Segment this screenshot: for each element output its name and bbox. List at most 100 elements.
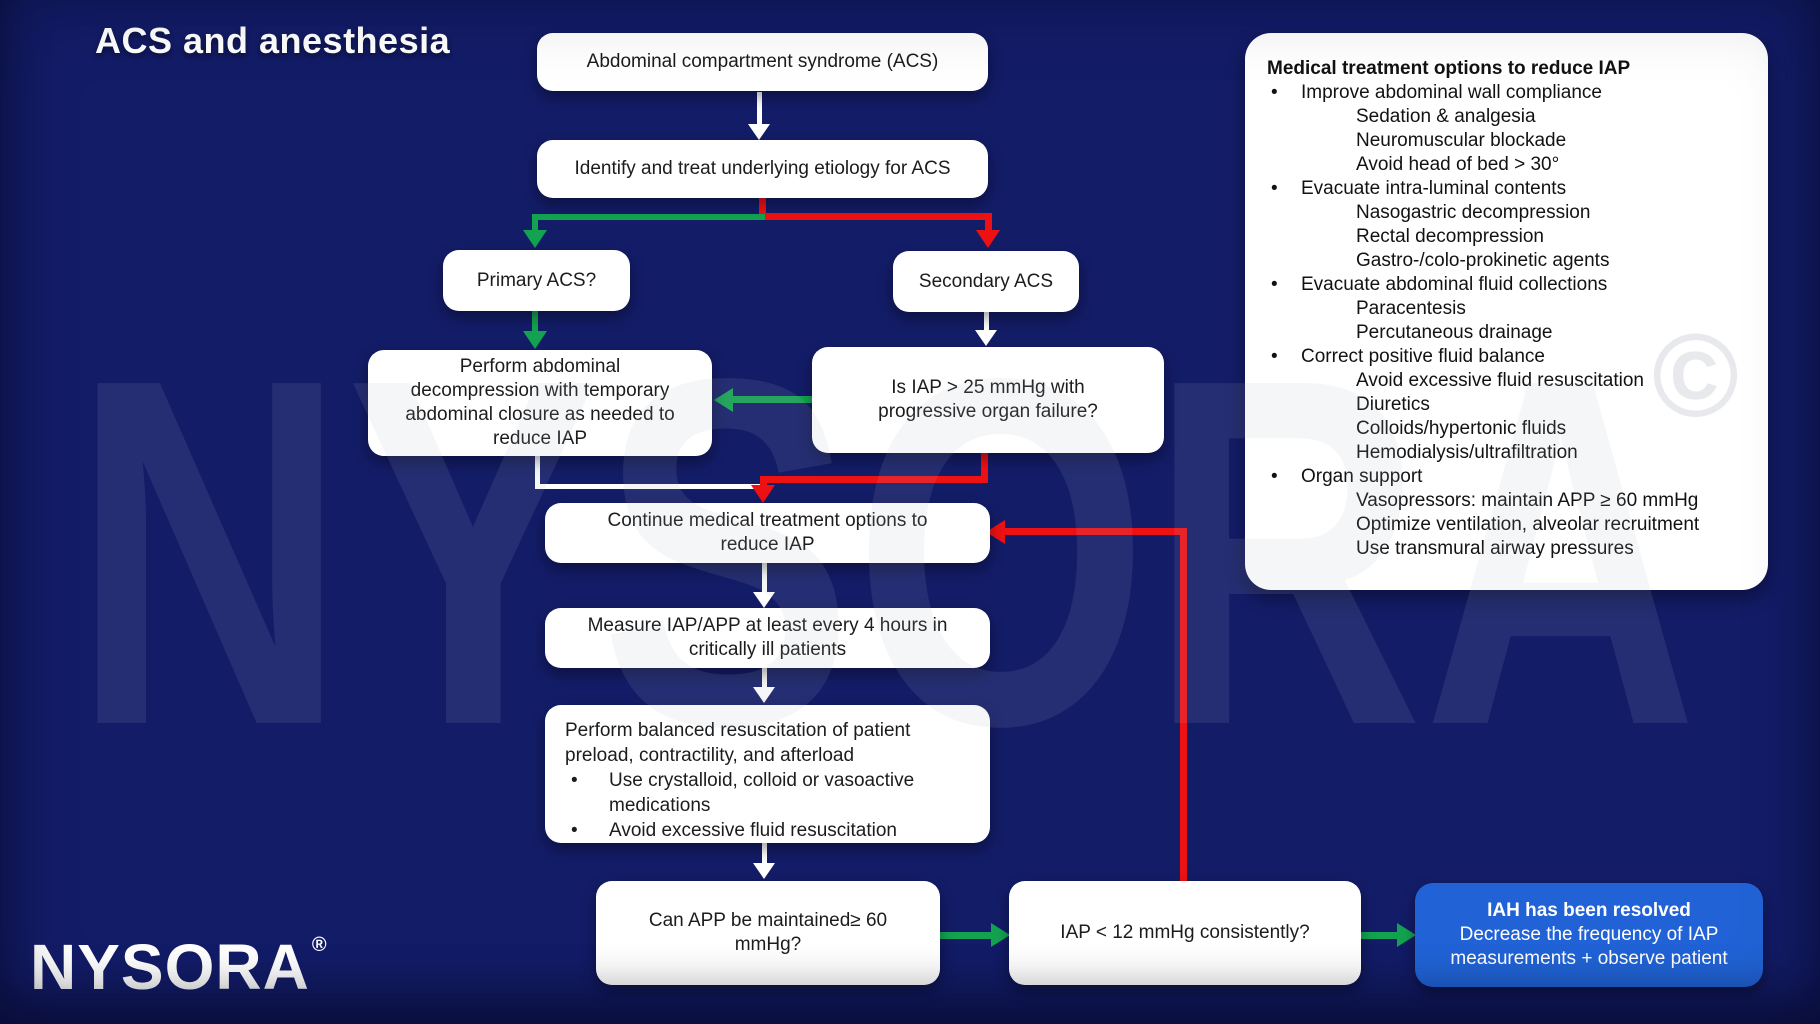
- arrow-decompress-to-continue-vertical: [535, 456, 540, 489]
- node-iah-resolved-title: IAH has been resolved: [1487, 900, 1691, 921]
- node-secondary-acs-label: Secondary ACS: [918, 270, 1054, 292]
- arrow-acs-to-identify-head: [748, 124, 770, 140]
- node-acs-label: Abdominal compartment syndrome (ACS): [586, 51, 939, 72]
- panel-sub-item: Rectal decompression: [1356, 226, 1544, 247]
- node-continue-treatment-label: Continue medical treatment options to re…: [607, 510, 928, 555]
- node-balanced-resuscitation: Perform balanced resuscitation of patien…: [545, 705, 990, 843]
- arrow-iap12-to-resolved-line: [1361, 932, 1401, 939]
- panel-item: • Organ support: [1267, 465, 1750, 489]
- node-is-iap-25: Is IAP > 25 mmHg with progressive organ …: [812, 347, 1164, 453]
- panel-item-label: Improve abdominal wall compliance: [1301, 82, 1602, 103]
- arrow-loop-red-head: [986, 520, 1005, 544]
- node-measure-iap-label: Measure IAP/APP at least every 4 hours i…: [587, 615, 948, 660]
- arrow-secondary-to-isiap-head: [975, 330, 997, 346]
- panel-sub-item: Sedation & analgesia: [1356, 106, 1536, 127]
- node-primary-acs-label: Primary ACS?: [476, 269, 597, 291]
- panel-item-label: Evacuate abdominal fluid collections: [1301, 274, 1608, 295]
- node-secondary-acs: Secondary ACS: [893, 251, 1079, 312]
- arrow-acs-to-identify-line: [757, 92, 762, 126]
- node-acs: Abdominal compartment syndrome (ACS): [537, 33, 988, 91]
- panel-sub-item: Gastro-/colo-prokinetic agents: [1356, 250, 1610, 271]
- node-primary-acs: Primary ACS?: [443, 250, 630, 311]
- panel-sub-item: Neuromuscular blockade: [1356, 130, 1567, 151]
- panel-header: Medical treatment options to reduce IAP: [1267, 58, 1631, 79]
- node-balanced-bullet-row: • Avoid excessive fluid resuscitation: [565, 818, 970, 843]
- node-decompression: Perform abdominal decompression with tem…: [368, 350, 712, 456]
- panel-sub-item: Optimize ventilation, alveolar recruitme…: [1356, 514, 1700, 535]
- arrow-split-green-horizontal: [532, 214, 765, 220]
- node-measure-iap: Measure IAP/APP at least every 4 hours i…: [545, 608, 990, 668]
- arrow-balanced-to-canapp-line: [762, 843, 767, 865]
- node-iah-resolved: IAH has been resolved Decrease the frequ…: [1415, 883, 1763, 987]
- arrow-canapp-to-iap12-line: [940, 932, 993, 939]
- panel-item-label: Organ support: [1301, 466, 1423, 487]
- arrow-isiap-to-decompress-line: [733, 396, 812, 403]
- bullet-glyph: •: [571, 820, 578, 841]
- arrow-balanced-to-canapp-head: [753, 863, 775, 879]
- arrow-continue-to-measure-line: [762, 563, 767, 592]
- registered-mark: ®: [311, 934, 328, 956]
- page-title: ACS and anesthesia: [95, 20, 451, 61]
- panel-sub-item: Paracentesis: [1356, 298, 1466, 319]
- medical-treatment-panel: Medical treatment options to reduce IAP …: [1245, 33, 1768, 590]
- arrow-loop-red-horizontal: [1004, 528, 1187, 535]
- arrow-primary-to-decompress-head: [523, 331, 547, 349]
- bullet-glyph: •: [1271, 346, 1278, 367]
- node-decompression-label: Perform abdominal decompression with tem…: [405, 356, 675, 449]
- arrow-measure-to-balanced-head: [753, 687, 775, 703]
- arrow-canapp-to-iap12-head: [991, 923, 1010, 947]
- panel-item: • Evacuate intra-luminal contents: [1267, 177, 1750, 201]
- panel-item-label: Correct positive fluid balance: [1301, 346, 1545, 367]
- panel-sub-item: Colloids/hypertonic fluids: [1356, 418, 1567, 439]
- arrow-isiap-to-continue-drop: [760, 476, 767, 487]
- node-is-iap-25-label: Is IAP > 25 mmHg with progressive organ …: [878, 377, 1098, 422]
- arrow-isiap-to-decompress-head: [714, 388, 733, 412]
- panel-item: • Improve abdominal wall compliance: [1267, 81, 1750, 105]
- node-balanced-bullet-row: • Use crystalloid, colloid or vasoactive…: [565, 768, 970, 818]
- panel-item-label: Evacuate intra-luminal contents: [1301, 178, 1567, 199]
- arrow-decompress-to-continue-horizontal: [535, 484, 767, 489]
- nysora-logo: NYSORA®: [30, 905, 328, 1007]
- node-can-app: Can APP be maintained≥ 60 mmHg?: [596, 881, 940, 985]
- panel-item: • Evacuate abdominal fluid collections: [1267, 273, 1750, 297]
- arrow-isiap-to-continue-head: [751, 485, 775, 503]
- panel-sub-item: Avoid head of bed > 30°: [1356, 154, 1560, 175]
- arrow-primary-to-decompress-line: [532, 311, 538, 333]
- panel-sub-item: Percutaneous drainage: [1356, 322, 1553, 343]
- node-iap-12-label: IAP < 12 mmHg consistently?: [1060, 922, 1310, 943]
- panel-sub-item: Vasopressors: maintain APP ≥ 60 mmHg: [1356, 490, 1699, 511]
- arrow-measure-to-balanced-line: [762, 668, 767, 689]
- arrow-split-green-drop: [532, 214, 538, 232]
- node-balanced-intro: Perform balanced resuscitation of patien…: [565, 720, 911, 766]
- bullet-glyph: •: [1271, 82, 1278, 103]
- arrow-split-green-head: [523, 230, 547, 248]
- node-iah-resolved-body: Decrease the frequency of IAP measuremen…: [1450, 924, 1728, 969]
- node-can-app-label: Can APP be maintained≥ 60 mmHg?: [648, 910, 888, 955]
- arrow-isiap-to-continue-horizontal: [760, 476, 988, 483]
- node-balanced-bullet-2: Avoid excessive fluid resuscitation: [609, 820, 897, 841]
- node-identify-etiology-label: Identify and treat underlying etiology f…: [574, 158, 951, 179]
- arrow-isiap-to-continue-vertical: [981, 453, 988, 478]
- node-continue-treatment: Continue medical treatment options to re…: [545, 503, 990, 563]
- arrow-split-red-stub: [759, 197, 766, 219]
- panel-sub-item: Use transmural airway pressures: [1356, 538, 1634, 559]
- arrow-secondary-to-isiap-line: [984, 312, 989, 332]
- panel-item: • Correct positive fluid balance: [1267, 345, 1750, 369]
- bullet-glyph: •: [1271, 466, 1278, 487]
- arrow-split-red-drop: [985, 213, 992, 232]
- panel-sub-item: Diuretics: [1356, 394, 1430, 415]
- arrow-split-red-head: [976, 230, 1000, 248]
- bullet-glyph: •: [1271, 274, 1278, 295]
- node-identify-etiology: Identify and treat underlying etiology f…: [537, 140, 988, 198]
- panel-sub-item: Hemodialysis/ultrafiltration: [1356, 442, 1578, 463]
- arrow-continue-to-measure-head: [753, 592, 775, 608]
- bullet-glyph: •: [1271, 178, 1278, 199]
- arrow-split-red-horizontal: [759, 213, 992, 220]
- node-iap-12: IAP < 12 mmHg consistently?: [1009, 881, 1361, 985]
- bullet-glyph: •: [571, 770, 578, 791]
- node-balanced-bullet-1: Use crystalloid, colloid or vasoactive m…: [609, 770, 915, 816]
- arrow-loop-red-vertical: [1180, 528, 1187, 881]
- nysora-logo-text: NYSORA: [30, 931, 310, 1003]
- arrow-iap12-to-resolved-head: [1397, 923, 1416, 947]
